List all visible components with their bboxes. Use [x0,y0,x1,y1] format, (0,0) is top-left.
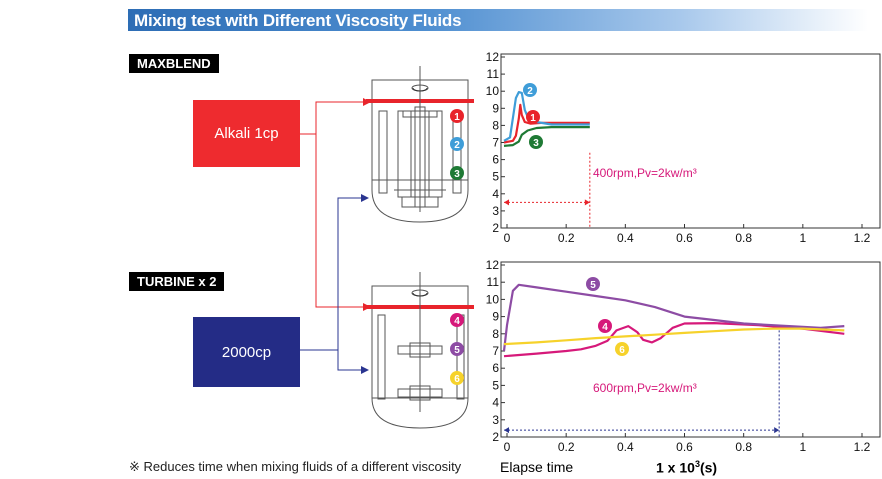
series-badge-3: 3 [529,135,543,149]
series-badge-circle [598,319,612,333]
series-badge-label: 1 [530,113,536,124]
x-tick-label: 1.2 [854,440,871,454]
series-badge-circle [529,135,543,149]
series-badge-4: 4 [598,319,612,333]
y-tick-label: 2 [492,430,499,444]
footnote: ※ Reduces time when mixing fluids of a d… [129,459,462,474]
x-tick-label: 0.4 [617,440,634,454]
badge-1 [450,109,464,123]
y-tick-label: 3 [492,413,499,427]
x-tick-label: 0.8 [735,440,752,454]
badge-5 [450,342,464,356]
maxblend-label: MAXBLEND [129,54,219,73]
badge-4 [450,313,464,327]
series-line-1 [503,103,590,144]
svg-text:1: 1 [454,112,460,123]
y-tick-label: 10 [486,292,500,306]
x-tick-label: 0 [504,440,511,454]
badge-3 [450,166,464,180]
series-badge-label: 3 [533,138,539,149]
x-axis-unit: 1 x 103(s) [656,459,718,476]
marker-arrow [504,199,509,206]
x-tick-label: 1 [799,440,806,454]
svg-text:3: 3 [454,169,460,180]
series-badge-5: 5 [586,277,600,291]
y-tick-label: 7 [492,344,499,358]
y-tick-label: 6 [492,361,499,375]
y-tick-label: 7 [492,136,499,150]
plot-frame [500,261,881,438]
blue-connectors [300,194,369,374]
x-tick-label: 0.2 [558,440,575,454]
series-badge-label: 5 [590,280,596,291]
x-tick-label: 0.6 [676,440,693,454]
x-axis-title: Elapse time [500,459,574,475]
series-badge-label: 4 [602,322,608,333]
x-tick-label: 0 [504,231,511,245]
y-tick-label: 4 [492,187,499,201]
y-tick-label: 2 [492,221,499,235]
y-tick-label: 4 [492,396,499,410]
y-tick-label: 11 [487,67,500,81]
fluid-box-alkali: Alkali 1cp [193,100,300,167]
series-badge-circle [615,342,629,356]
badge-2 [450,137,464,151]
x-tick-label: 1.2 [854,231,871,245]
chart-annotation: 400rpm,Pv=2kw/m³ [593,166,697,180]
y-tick-label: 8 [492,118,499,132]
series-badge-circle [523,83,537,97]
y-tick-label: 5 [492,170,499,184]
turbine-vessel [366,272,474,429]
x-tick-label: 0.4 [617,231,634,245]
turbine-label: TURBINE x 2 [129,272,225,291]
series-line-6 [503,327,845,346]
svg-text:5: 5 [454,345,460,356]
title-bar [128,9,868,31]
y-tick-label: 3 [492,204,499,218]
red-connectors [300,98,371,311]
chart-annotation: 600rpm,Pv=2kw/m³ [593,381,697,395]
svg-text:6: 6 [454,374,460,385]
series-line-2 [503,91,590,142]
series-badge-circle [586,277,600,291]
y-tick-label: 12 [486,50,500,64]
x-tick-label: 1 [799,231,806,245]
series-badge-label: 2 [527,86,533,97]
series-line-5 [502,283,845,352]
x-tick-label: 0.8 [735,231,752,245]
marker-arrow [774,427,780,434]
svg-text:4: 4 [454,316,460,327]
marker-arrow [584,199,590,206]
series-line-3 [503,126,590,147]
y-tick-label: 8 [492,327,499,341]
series-badge-label: 6 [619,345,625,356]
series-badge-2: 2 [523,83,537,97]
badge-6 [450,371,464,385]
svg-text:2: 2 [454,140,460,151]
marker-arrow [504,427,509,434]
y-tick-label: 5 [492,378,499,392]
y-tick-label: 6 [492,153,499,167]
plot-frame [500,53,881,229]
fluid-box-2000cp: 2000cp [193,317,300,387]
y-tick-label: 12 [486,258,500,272]
top-vessel-badges: 1 2 3 [450,109,464,180]
series-badge-6: 6 [615,342,629,356]
page-title: Mixing test with Different Viscosity Flu… [134,11,462,30]
y-tick-label: 10 [486,84,500,98]
x-tick-label: 0.6 [676,231,693,245]
y-tick-label: 9 [492,101,499,115]
x-tick-label: 0.2 [558,231,575,245]
chart-bottom: 2 3 4 5 6 7 8 9 10 11 12 0 0.2 0.4 0.6 0.8 1 1.2 600rpm,Pv… [486,258,881,454]
series-badge-1: 1 [526,110,540,124]
y-tick-label: 11 [487,275,500,289]
bottom-vessel-badges: 4 5 6 [450,313,464,385]
y-tick-label: 9 [492,310,499,324]
series-badge-circle [526,110,540,124]
maxblend-vessel [366,66,474,223]
